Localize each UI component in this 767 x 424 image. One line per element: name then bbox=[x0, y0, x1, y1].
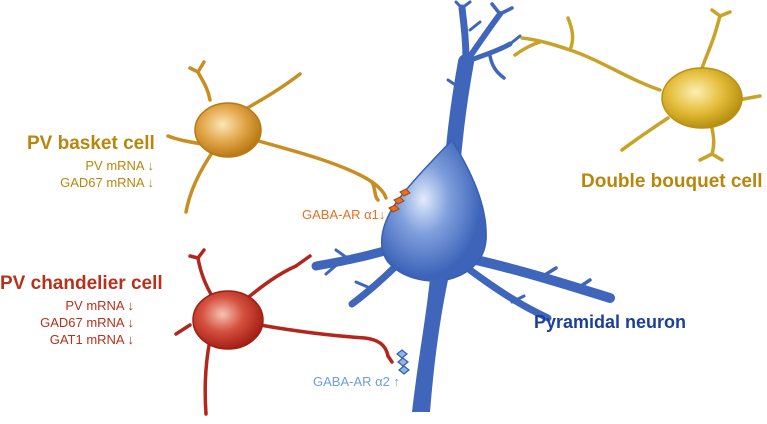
pyramidal-neuron-title: Pyramidal neuron bbox=[534, 312, 687, 332]
basket-cell-markers: PV mRNA ↓ GAD67 mRNA ↓ bbox=[60, 157, 154, 191]
chandelier-marker-gad67: GAD67 mRNA ↓ bbox=[40, 315, 134, 330]
chandelier-cell-markers: PV mRNA ↓ GAD67 mRNA ↓ GAT1 mRNA ↓ bbox=[40, 297, 134, 348]
basket-marker-pv: PV mRNA ↓ bbox=[85, 158, 154, 173]
pv-chandelier-cell bbox=[174, 248, 394, 416]
gaba-ar-alpha2-label: GABA-AR α2 ↑ bbox=[313, 374, 400, 389]
double-bouquet-cell-title: Double bouquet cell bbox=[581, 171, 763, 192]
gaba-ar-alpha1-receptors bbox=[388, 188, 411, 213]
basket-marker-gad67: GAD67 mRNA ↓ bbox=[60, 175, 154, 190]
double-bouquet-cell bbox=[513, 8, 762, 162]
pyramidal-neuron bbox=[311, 0, 615, 412]
basket-cell-title: PV basket cell bbox=[27, 133, 155, 154]
chandelier-marker-gat1: GAT1 mRNA ↓ bbox=[49, 332, 134, 347]
pv-basket-cell bbox=[166, 60, 388, 214]
gaba-ar-alpha1-label: GABA-AR α1↓ bbox=[302, 207, 386, 222]
chandelier-cell-title: PV chandelier cell bbox=[0, 273, 163, 294]
gaba-ar-alpha2-receptors bbox=[396, 349, 410, 375]
chandelier-marker-pv: PV mRNA ↓ bbox=[65, 298, 134, 313]
